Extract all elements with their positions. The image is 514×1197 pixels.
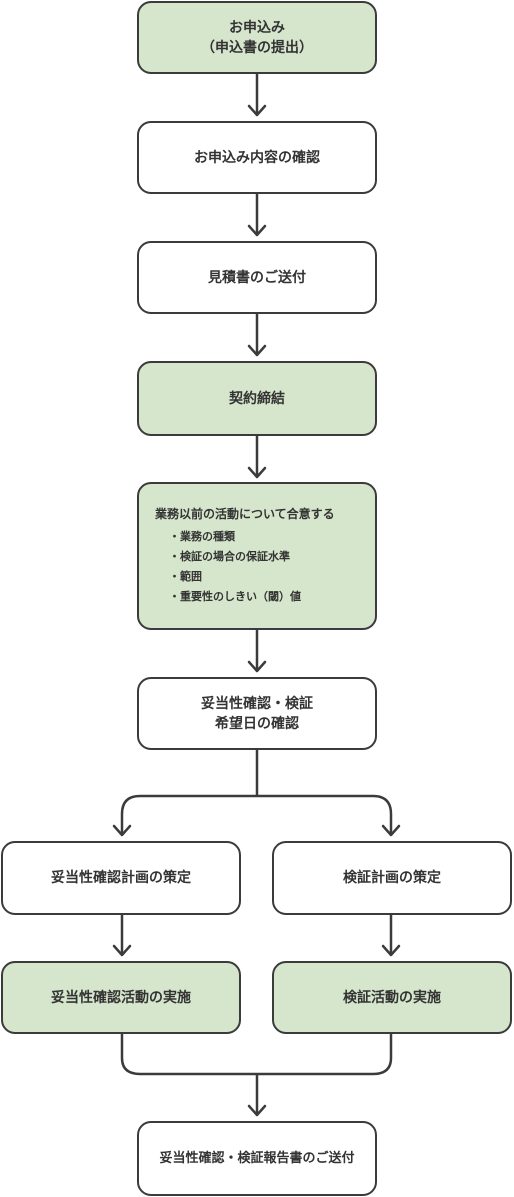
pre-agreement-item: 範囲 (169, 567, 301, 587)
step-apply-line1: お申込み (229, 19, 285, 36)
pre-agreement-item: 業務の種類 (169, 527, 301, 547)
step-confirm-dates: 妥当性確認・検証 希望日の確認 (137, 677, 377, 750)
arrow-contract-to-agreement (247, 434, 267, 479)
step-validation-plan-label: 妥当性確認計画の策定 (51, 870, 191, 886)
step-confirm-dates-line2: 希望日の確認 (215, 715, 299, 732)
step-pre-agreement: 業務以前の活動について合意する 業務の種類 検証の場合の保証水準 範囲 重要性の… (137, 482, 377, 630)
step-contract: 契約締結 (137, 361, 377, 436)
connector-split (112, 748, 401, 837)
step-confirm-dates-line1: 妥当性確認・検証 (201, 695, 313, 712)
step-apply: お申込み （申込書の提出） (137, 1, 377, 74)
step-send-report: 妥当性確認・検証報告書のご送付 (137, 1121, 377, 1196)
arrow-validation-plan-to-activity (112, 913, 132, 957)
step-validation-plan: 妥当性確認計画の策定 (1, 841, 241, 915)
step-apply-line2: （申込書の提出） (201, 39, 313, 56)
step-verification-activity: 検証活動の実施 (272, 961, 512, 1034)
step-validation-activity: 妥当性確認活動の実施 (1, 961, 241, 1034)
arrow-verification-plan-to-activity (381, 913, 401, 957)
arrow-confirm-to-estimate (247, 192, 267, 237)
step-send-report-label: 妥当性確認・検証報告書のご送付 (159, 1150, 355, 1166)
pre-agreement-item: 重要性のしきい（閾）値 (169, 587, 301, 607)
step-confirm-application-label: お申込み内容の確認 (194, 149, 320, 166)
step-contract-label: 契約締結 (229, 390, 285, 407)
arrow-apply-to-confirm (247, 72, 267, 117)
step-verification-activity-label: 検証活動の実施 (343, 989, 441, 1006)
arrow-estimate-to-contract (247, 312, 267, 357)
step-verification-plan: 検証計画の策定 (272, 841, 512, 915)
step-confirm-application: お申込み内容の確認 (137, 121, 377, 194)
pre-agreement-list: 業務の種類 検証の場合の保証水準 範囲 重要性のしきい（閾）値 (155, 527, 301, 607)
step-send-estimate-label: 見積書のご送付 (208, 269, 306, 286)
step-verification-plan-label: 検証計画の策定 (343, 870, 441, 886)
pre-agreement-heading: 業務以前の活動について合意する (155, 507, 335, 521)
pre-agreement-item: 検証の場合の保証水準 (169, 547, 301, 567)
step-validation-activity-label: 妥当性確認活動の実施 (51, 989, 191, 1006)
arrow-agreement-to-dates (247, 628, 267, 673)
step-send-estimate: 見積書のご送付 (137, 241, 377, 314)
connector-merge (120, 1032, 393, 1117)
